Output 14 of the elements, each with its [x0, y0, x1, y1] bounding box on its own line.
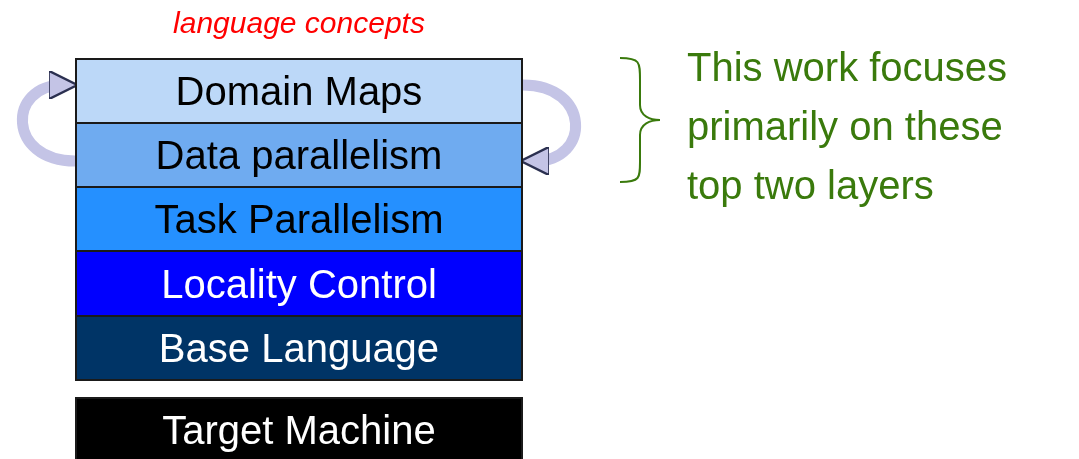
layer-label: Task Parallelism	[154, 199, 444, 239]
layer-box	[75, 58, 523, 124]
annotation-text: This work focuses primarily on these top two layers	[687, 44, 1009, 209]
layer-box	[75, 397, 523, 459]
layer-box	[75, 315, 523, 381]
layer-label: Domain Maps	[175, 71, 423, 111]
layer-box	[75, 122, 523, 188]
layer-box	[75, 250, 523, 317]
layer-box	[75, 186, 523, 252]
diagram-title: language concepts	[172, 6, 426, 40]
layer-label: Locality Control	[161, 263, 437, 304]
layer-label: Base Language	[158, 328, 440, 368]
layer-label: Data parallelism	[155, 135, 443, 175]
layer-label: Target Machine	[162, 410, 436, 450]
